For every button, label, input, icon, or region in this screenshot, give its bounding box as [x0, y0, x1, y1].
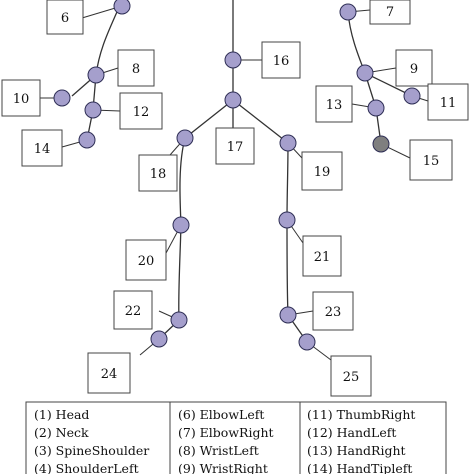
label-boxes: 6 7 8 9 10 11 12 13 14 15 16 17 18 19 20… — [1, 0, 469, 397]
legend-item: (1) Head — [34, 407, 89, 422]
legend-item: (6) ElbowLeft — [178, 407, 264, 422]
label-box-text: 7 — [386, 5, 394, 20]
legend-frame — [25, 401, 447, 474]
legend-item: (7) ElbowRight — [178, 425, 274, 440]
joint-circle — [279, 306, 297, 324]
label-box-8: 8 — [117, 49, 155, 87]
legend-item: (9) WristRight — [178, 461, 268, 474]
legend-item: (4) ShoulderLeft — [34, 461, 139, 474]
legend-item: (11) ThumbRight — [307, 407, 415, 422]
label-box-text: 16 — [273, 54, 290, 69]
label-box-16: 16 — [261, 41, 301, 79]
joint-circle — [87, 66, 105, 84]
label-box-text: 15 — [423, 154, 440, 169]
label-box-17: 17 — [215, 127, 255, 165]
label-box-text: 9 — [410, 62, 418, 77]
joint-circle — [176, 129, 194, 147]
joint-circle — [170, 311, 188, 329]
label-box-text: 24 — [101, 367, 118, 382]
legend-item: (8) WristLeft — [178, 443, 259, 458]
label-box-21: 21 — [302, 235, 342, 277]
skeleton-joints — [53, 0, 421, 351]
label-box-20: 20 — [125, 239, 167, 281]
legend-item: (3) SpineShoulder — [34, 443, 149, 458]
joint-circle — [84, 101, 102, 119]
label-box-text: 17 — [227, 140, 244, 155]
label-box-15: 15 — [409, 139, 453, 181]
joint-circle — [224, 91, 242, 109]
joint-circle — [172, 216, 190, 234]
label-box-text: 11 — [440, 96, 457, 111]
bone-forearm-right — [347, 11, 366, 74]
joint-circle — [356, 64, 374, 82]
label-box-text: 14 — [34, 142, 51, 157]
label-box-text: 18 — [150, 167, 167, 182]
label-box-7: 7 — [369, 0, 411, 25]
legend-item: (12) HandLeft — [307, 425, 396, 440]
label-box-22: 22 — [113, 290, 153, 330]
legend-item: (2) Neck — [34, 425, 89, 440]
joint-circle — [278, 211, 296, 229]
legend-item: (13) HandRight — [307, 443, 406, 458]
label-box-19: 19 — [301, 151, 343, 191]
label-box-12: 12 — [119, 92, 163, 130]
label-box-9: 9 — [395, 49, 433, 87]
legend-item: (14) HandTipleft — [307, 461, 412, 474]
label-box-text: 22 — [125, 304, 142, 319]
bone-hip-left — [184, 99, 234, 139]
label-box-18: 18 — [138, 154, 178, 192]
label-box-25: 25 — [330, 355, 372, 397]
label-box-text: 21 — [314, 250, 331, 265]
label-box-text: 20 — [138, 254, 155, 269]
label-box-text: 13 — [326, 98, 343, 113]
bone-thigh-right — [286, 142, 289, 221]
bone-shin-left — [178, 224, 182, 321]
label-box-11: 11 — [427, 83, 469, 121]
label-box-text: 8 — [132, 62, 140, 77]
label-box-text: 25 — [343, 370, 360, 385]
joint-circle — [113, 0, 131, 15]
joint-circle — [339, 3, 357, 21]
bone-thigh-left — [179, 137, 186, 226]
joint-circle — [279, 134, 297, 152]
joint-circle — [403, 87, 421, 105]
label-box-text: 23 — [325, 305, 342, 320]
legend: (1) Head (2) Neck (3) SpineShoulder (4) … — [25, 401, 447, 474]
label-box-10: 10 — [1, 79, 41, 117]
joint-circle — [224, 51, 242, 69]
label-box-24: 24 — [87, 352, 131, 394]
label-box-text: 6 — [61, 11, 69, 26]
label-box-text: 10 — [13, 92, 30, 107]
joint-circle-tip — [372, 135, 390, 153]
bone-thumb-right — [364, 72, 413, 97]
bone-hip-right — [232, 99, 289, 144]
label-box-text: 12 — [133, 105, 150, 120]
joint-circle — [298, 333, 316, 351]
label-box-23: 23 — [312, 291, 354, 331]
label-box-14: 14 — [21, 129, 63, 167]
label-box-13: 13 — [315, 85, 353, 123]
bone-shin-right — [286, 219, 289, 316]
joint-circle — [53, 89, 71, 107]
label-box-text: 19 — [314, 165, 331, 180]
joint-circle — [150, 330, 168, 348]
joint-circle — [78, 131, 96, 149]
joint-circle — [367, 99, 385, 117]
label-box-6: 6 — [46, 0, 84, 35]
